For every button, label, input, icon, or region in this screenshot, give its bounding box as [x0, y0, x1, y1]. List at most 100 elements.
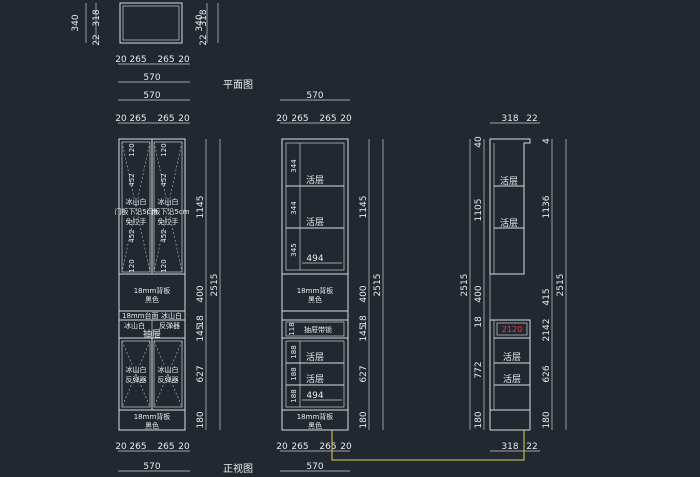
- side-right-h6: 180: [542, 411, 552, 428]
- front-mark-bottom-right: 120: [160, 259, 168, 272]
- front-back-panel-2-l2: 黑色: [145, 421, 159, 430]
- internal-height-1: 1145: [359, 196, 369, 219]
- internal-bottom-seg-2: 265: [291, 442, 308, 452]
- front-top-seg-3: 265: [157, 114, 174, 124]
- side-lower-shelf-label-2: 活层: [503, 373, 521, 385]
- plan-depth-main-right: 318: [199, 9, 209, 26]
- side-right-total: 2515: [556, 274, 566, 297]
- front-lower-door-left: [121, 340, 151, 408]
- plan-width-seg-3: 265: [157, 55, 174, 65]
- internal-lower-gap-2: 188: [290, 367, 298, 380]
- internal-bottom-seg-4: 20: [340, 442, 352, 452]
- front-bottom-width-total: 570: [143, 462, 160, 472]
- yellow-connector-line: [331, 430, 525, 461]
- front-door-right-l1: 冰山白: [158, 197, 179, 206]
- front-view: 570 20 265 265 20 120 120 452 452 452 45…: [114, 91, 221, 472]
- front-mark-mid-3: 452: [128, 229, 136, 242]
- internal-drawer: [285, 321, 345, 337]
- internal-back-panel-2-l2: 黑色: [308, 421, 322, 430]
- side-left-h5: 772: [474, 361, 484, 378]
- plan-depth-main-left: 318: [92, 9, 102, 26]
- front-bottom-seg-1: 20: [115, 442, 127, 452]
- internal-height-3: 145: [359, 324, 369, 341]
- front-mark-bottom-left: 120: [128, 259, 136, 272]
- plan-width-seg-2: 265: [129, 55, 146, 65]
- side-right-h2: 1136: [542, 195, 552, 218]
- front-drawer-label-right: 反弹器: [159, 321, 180, 330]
- internal-width-total: 570: [306, 91, 323, 101]
- side-left-h6: 180: [474, 411, 484, 428]
- front-top-width-total: 570: [143, 91, 160, 101]
- side-top-dim-2: 22: [526, 114, 537, 124]
- internal-outline: [281, 138, 349, 431]
- internal-height-total: 2515: [373, 274, 383, 297]
- internal-bottom-seg-3: 265: [319, 442, 336, 452]
- internal-seg-1: 20: [276, 114, 288, 124]
- internal-upper-width: 494: [306, 254, 323, 264]
- front-drawer-label-l1: 冰山白: [124, 321, 145, 330]
- plan-width-seg-4: 20: [178, 55, 190, 65]
- internal-lower-inner: [285, 340, 345, 408]
- side-upper-profile: [489, 138, 531, 275]
- plan-depth-total-right: 340: [195, 14, 205, 31]
- front-door-left-l2: 门板下沿5cm: [114, 207, 157, 216]
- plan-depth-panel-right: 22: [199, 34, 209, 45]
- plan-title: 平面图: [223, 79, 253, 91]
- internal-back-panel-1-l1: 18mm背板: [297, 286, 334, 295]
- internal-mid-gap: 118: [288, 322, 296, 335]
- front-top-seg-1: 20: [115, 114, 127, 124]
- front-bottom-seg-4: 20: [178, 442, 190, 452]
- side-drawer: [496, 322, 528, 336]
- front-height-4: 18: [196, 315, 206, 327]
- front-height-5: 627: [196, 365, 206, 382]
- side-left-total: 2515: [460, 274, 470, 297]
- front-lower-left-l1: 冰山白: [126, 365, 147, 374]
- front-door-left-l3: 免拉手: [126, 217, 147, 226]
- side-bottom-dim-2: 22: [526, 442, 537, 452]
- internal-height-6: 180: [359, 411, 369, 428]
- internal-upper-inner: [285, 142, 345, 271]
- front-height-total: 2515: [210, 274, 220, 297]
- side-right-h5: 626: [542, 365, 552, 382]
- front-height-6: 180: [196, 411, 206, 428]
- front-mark-mid-2: 452: [160, 173, 168, 186]
- side-red-label: 2120: [502, 325, 522, 334]
- internal-drawer-label: 抽屉带锁: [304, 325, 332, 334]
- side-shelf-label-1: 活层: [500, 175, 518, 187]
- side-right-h4: 2142: [542, 319, 552, 342]
- front-mark-top-left: 120: [128, 143, 136, 156]
- front-drawer-label-l2: 抽屉: [143, 328, 161, 340]
- internal-lower-gap-1: 188: [290, 345, 298, 358]
- side-left-h4: 18: [474, 316, 484, 328]
- side-shelf-label-2: 活层: [500, 217, 518, 229]
- side-lower-shelf-label-1: 活层: [503, 351, 521, 363]
- internal-lower-shelf-label-2: 活层: [306, 373, 324, 385]
- front-height-1: 1145: [196, 196, 206, 219]
- front-door-right-l2: 门板下沿5cm: [146, 207, 189, 216]
- front-bottom-seg-3: 265: [157, 442, 174, 452]
- side-top-dim-1: 318: [501, 114, 518, 124]
- front-height-2: 400: [196, 285, 206, 302]
- internal-shelf-label-2: 活层: [306, 216, 324, 228]
- front-door-right-l3: 免拉手: [158, 217, 179, 226]
- internal-height-4: 18: [359, 315, 369, 327]
- plan-width-seg-1: 20: [115, 55, 127, 65]
- internal-bottom-width-total: 570: [306, 462, 323, 472]
- internal-gap-2: 344: [290, 201, 298, 215]
- plan-outline: [119, 2, 183, 44]
- side-right-h1: 4: [542, 138, 552, 144]
- internal-seg-2: 265: [291, 114, 308, 124]
- internal-height-5: 627: [359, 365, 369, 382]
- internal-shelf-label-1: 活层: [306, 174, 324, 186]
- internal-gap-1: 344: [290, 159, 298, 173]
- internal-bottom-seg-1: 20: [276, 442, 288, 452]
- side-bottom-dim-1: 318: [501, 442, 518, 452]
- front-top-seg-4: 20: [178, 114, 190, 124]
- plan-width-total: 570: [143, 73, 160, 83]
- front-door-right: [153, 141, 183, 273]
- front-bottom-seg-2: 265: [129, 442, 146, 452]
- front-mid-panel-l2: 冰山白: [161, 311, 182, 320]
- side-left-h1: 40: [474, 136, 484, 148]
- front-mark-top-right: 120: [160, 143, 168, 156]
